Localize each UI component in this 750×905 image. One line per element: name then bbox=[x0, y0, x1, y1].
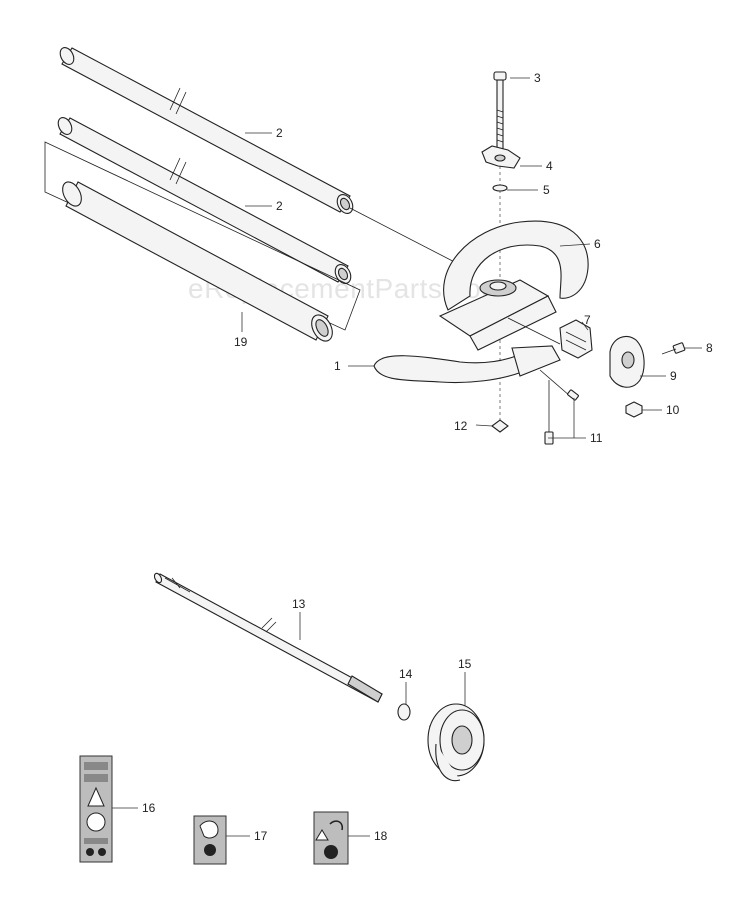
callout-2-upper: 2 bbox=[276, 126, 283, 140]
washer bbox=[492, 184, 508, 192]
callout-5: 5 bbox=[543, 183, 550, 197]
callout-2-lower: 2 bbox=[276, 199, 283, 213]
callout-9: 9 bbox=[670, 369, 677, 383]
callout-4: 4 bbox=[546, 159, 553, 173]
screw-11 bbox=[539, 369, 579, 445]
foam-grip bbox=[44, 141, 361, 342]
shaft-tube-upper bbox=[59, 47, 354, 214]
nut bbox=[625, 401, 643, 418]
handle-clamp bbox=[559, 319, 593, 359]
callout-3: 3 bbox=[534, 71, 541, 85]
shaft-tube-lower bbox=[57, 117, 352, 284]
callout-17: 17 bbox=[254, 829, 268, 843]
warning-decal-18 bbox=[313, 811, 349, 865]
callout-12: 12 bbox=[454, 419, 468, 433]
screw-8 bbox=[661, 342, 686, 355]
callout-8: 8 bbox=[706, 341, 713, 355]
lower-handle-bar bbox=[373, 345, 561, 384]
bolt bbox=[493, 71, 507, 155]
callout-11: 11 bbox=[590, 431, 603, 445]
warning-decal-17 bbox=[193, 815, 227, 865]
callout-18: 18 bbox=[374, 829, 388, 843]
callout-13: 13 bbox=[292, 597, 306, 611]
callout-10: 10 bbox=[666, 403, 680, 417]
square-nut bbox=[491, 419, 509, 433]
o-ring bbox=[397, 703, 411, 721]
callout-1: 1 bbox=[334, 359, 341, 373]
bearing-cup bbox=[427, 703, 485, 782]
callout-16: 16 bbox=[142, 801, 156, 815]
barrier-bracket bbox=[609, 335, 645, 388]
callout-19: 19 bbox=[234, 335, 248, 349]
leader-lines bbox=[112, 77, 702, 837]
callout-15: 15 bbox=[458, 657, 472, 671]
wing-knob bbox=[481, 145, 521, 169]
callout-14: 14 bbox=[399, 667, 413, 681]
callout-6: 6 bbox=[594, 237, 601, 251]
drive-shaft bbox=[153, 572, 383, 703]
warning-decal-16 bbox=[79, 755, 113, 863]
callout-7: 7 bbox=[584, 313, 591, 327]
loop-handle bbox=[438, 220, 589, 351]
